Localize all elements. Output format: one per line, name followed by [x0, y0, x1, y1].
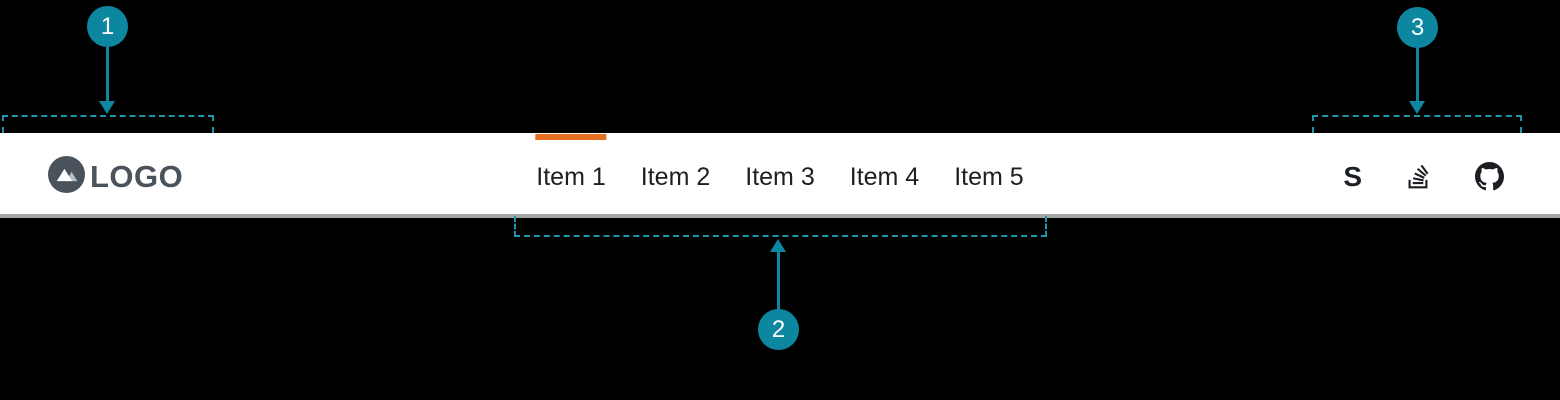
nav-item-label: Item 2: [640, 162, 711, 191]
callout-3-arrow-line: [1416, 47, 1419, 103]
callout-1-arrow-line: [106, 46, 109, 103]
main-nav: Item 1 Item 2 Item 3 Item 4 Item 5: [535, 133, 1024, 214]
callout-3-marker: 3: [1397, 7, 1438, 48]
nav-item-3[interactable]: Item 3: [745, 133, 814, 214]
callout-3-number: 3: [1410, 13, 1425, 41]
active-indicator-bar: [535, 134, 607, 140]
callout-1-arrowhead-icon: [99, 101, 115, 114]
logo[interactable]: LOGO: [48, 133, 183, 214]
callout-2-dashed-region: [514, 216, 1047, 237]
letter-s-icon[interactable]: S: [1343, 160, 1362, 192]
nav-item-2[interactable]: Item 2: [641, 133, 710, 214]
callout-3-dashed-region: [1312, 115, 1522, 133]
callout-1-marker: 1: [87, 6, 128, 47]
github-icon[interactable]: [1475, 162, 1504, 191]
logo-text: LOGO: [90, 158, 184, 194]
callout-2-arrowhead-icon: [770, 239, 786, 252]
callout-2-arrow-line: [777, 251, 780, 310]
callout-2-number: 2: [771, 315, 786, 343]
stack-overflow-icon[interactable]: [1408, 163, 1429, 190]
social-icons: S: [1343, 133, 1504, 214]
nav-item-5[interactable]: Item 5: [954, 133, 1023, 214]
nav-item-1[interactable]: Item 1: [535, 133, 607, 214]
callout-3-arrowhead-icon: [1409, 101, 1425, 114]
callout-1-dashed-region: [2, 115, 214, 133]
mountain-logo-icon: [48, 155, 85, 198]
nav-item-4[interactable]: Item 4: [850, 133, 919, 214]
callout-2-marker: 2: [758, 309, 799, 350]
nav-item-label: Item 3: [745, 162, 815, 191]
navbar: LOGO Item 1 Item 2 Item 3 Item 4 Item 5: [0, 133, 1560, 218]
callout-1-number: 1: [100, 12, 115, 40]
nav-item-label: Item 1: [536, 162, 606, 191]
nav-item-label: Item 5: [954, 162, 1024, 191]
nav-item-label: Item 4: [849, 162, 920, 191]
